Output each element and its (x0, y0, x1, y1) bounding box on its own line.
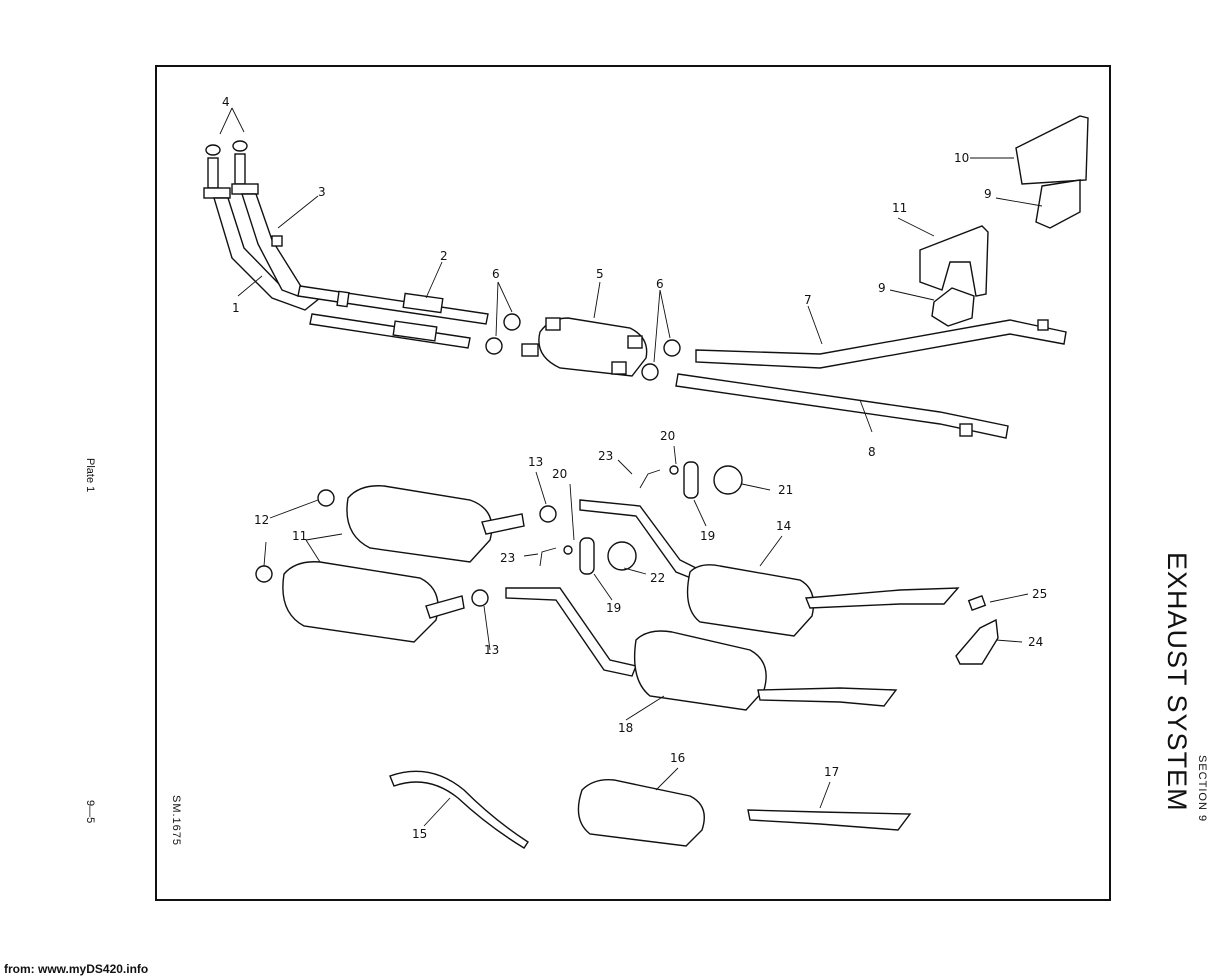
callout-label: 3 (318, 185, 326, 199)
callout-label: 14 (776, 519, 791, 533)
part-9-mountings (931, 179, 1081, 327)
part-6-clamps (485, 313, 681, 381)
callout-label: 9 (878, 281, 886, 295)
callout-label: 13 (484, 643, 499, 657)
part-8-pipe (675, 373, 1009, 439)
callout-label: 25 (1032, 587, 1047, 601)
part-3-pipe-clamp (271, 235, 283, 247)
part-4-sealing-rings (205, 140, 248, 189)
part-18-rear-silencer (505, 587, 898, 711)
callout-label: 15 (412, 827, 427, 841)
callout-label: 12 (254, 513, 269, 527)
page-number: 9—5 (84, 800, 96, 824)
callout-label: 1 (232, 301, 240, 315)
callout-label: 23 (598, 449, 613, 463)
plate-label: Plate 1 (84, 458, 96, 493)
callout-label: 11 (892, 201, 907, 215)
part-11-heat-shield (919, 225, 989, 297)
part-17-tail-pipe (747, 809, 912, 831)
callout-label: 6 (492, 267, 500, 281)
callout-label: 24 (1028, 635, 1043, 649)
callout-label: 10 (954, 151, 969, 165)
part-24-25-rear-brackets (955, 595, 999, 665)
source-url: from: www.myDS420.info (4, 962, 149, 976)
section-title: EXHAUST SYSTEM (1162, 552, 1192, 812)
callout-label: 22 (650, 571, 665, 585)
callout-label: 17 (824, 765, 839, 779)
callout-label: 8 (868, 445, 876, 459)
callout-labels: 4 3 2 6 5 6 7 10 9 11 9 1 8 20 23 21 13 … (222, 95, 1047, 841)
callout-label: 9 (984, 187, 992, 201)
callout-label: 5 (596, 267, 604, 281)
callout-label: 19 (606, 601, 621, 615)
callout-label: 23 (500, 551, 515, 565)
part-10-heat-shield (1015, 115, 1089, 185)
callout-label: 13 (528, 455, 543, 469)
part-15-pipe (389, 770, 529, 849)
leader-lines (219, 107, 1043, 827)
drawing-reference: SM.1675 (170, 795, 182, 847)
callout-label: 19 (700, 529, 715, 543)
callout-label: 21 (778, 483, 793, 497)
part-14-rear-silencer (579, 499, 960, 637)
part-5-front-silencer (521, 317, 648, 377)
part-2-intermediate-pipes (297, 285, 489, 349)
part-19-20-21-22-23-hardware (539, 461, 743, 575)
callout-label: 7 (804, 293, 812, 307)
callout-label: 18 (618, 721, 633, 735)
callout-label: 6 (656, 277, 664, 291)
callout-label: 20 (660, 429, 675, 443)
part-12-intermediate-silencers (282, 485, 525, 643)
callout-label: 20 (552, 467, 567, 481)
part-7-pipe (695, 319, 1067, 369)
callout-label: 16 (670, 751, 685, 765)
callout-label: 4 (222, 95, 230, 109)
diagram-frame (155, 65, 1111, 901)
callout-label: 11 (292, 529, 307, 543)
callout-label: 2 (440, 249, 448, 263)
section-label: SECTION 9 (1196, 755, 1208, 823)
part-16-silencer (577, 779, 705, 847)
